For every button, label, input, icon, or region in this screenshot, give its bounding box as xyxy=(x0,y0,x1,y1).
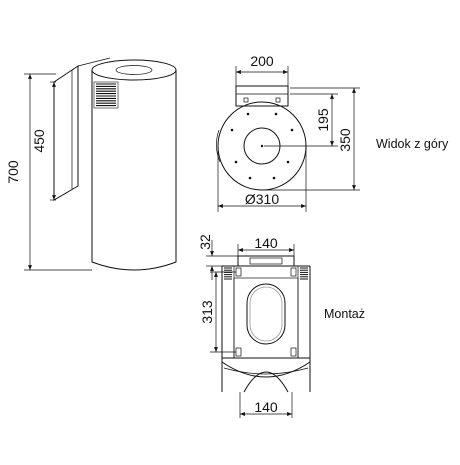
side-grilles xyxy=(224,267,308,280)
dim-700-label: 700 xyxy=(5,160,21,184)
dim-total-height: 700 xyxy=(5,73,92,271)
top-view-title: Widok z góry xyxy=(376,137,449,151)
dim-chimney-height: 450 xyxy=(31,81,56,201)
chimney-top-edge xyxy=(77,57,111,67)
cylinder-body xyxy=(91,70,177,271)
top-bracket-slot xyxy=(249,257,283,265)
mount-hole xyxy=(290,128,294,132)
bracket-hole-left xyxy=(243,97,249,103)
lower-curve-bottom xyxy=(243,371,289,393)
screw-top-right xyxy=(290,267,297,277)
dim-bottom-width: 140 xyxy=(239,392,293,418)
mount-hole xyxy=(272,176,276,180)
dim-450-label: 450 xyxy=(31,129,47,153)
dim-center-offset: 195 xyxy=(264,93,338,147)
dim-140-bottom-label: 140 xyxy=(254,399,278,415)
dim-140-top-label: 140 xyxy=(254,235,278,251)
top-view: 200 195 350 Ø310 Widok z góry xyxy=(216,53,449,212)
oval-opening xyxy=(246,283,286,345)
dim-32-label: 32 xyxy=(197,234,213,250)
lower-curve-mid xyxy=(223,367,309,375)
oval-inner xyxy=(249,286,283,342)
panel-box xyxy=(233,277,299,359)
top-outlet xyxy=(115,65,153,75)
screw-bottom-right xyxy=(290,347,297,357)
mount-hole xyxy=(248,176,252,180)
dim-depth: 350 xyxy=(262,87,360,191)
top-view-holes xyxy=(230,112,294,180)
wall-bracket xyxy=(235,85,289,107)
dim-350-label: 350 xyxy=(337,128,353,152)
center-point xyxy=(260,144,264,148)
screw-top-left xyxy=(235,267,242,277)
side-view: 700 450 xyxy=(5,57,177,271)
chimney-outline xyxy=(53,65,79,201)
mount-hole xyxy=(286,160,290,164)
dim-top-offset: 32 xyxy=(197,234,238,280)
mounting-view: 32 140 313 140 Montaż xyxy=(197,234,365,418)
vent-grille xyxy=(93,81,119,109)
top-bracket xyxy=(237,255,295,267)
mounting-view-title: Montaż xyxy=(324,307,365,321)
mount-hole xyxy=(274,112,278,116)
lower-curve-top xyxy=(221,361,311,378)
dim-diameter-label: Ø310 xyxy=(245,191,279,207)
cylinder-top xyxy=(91,59,177,81)
dim-bracket-width: 200 xyxy=(235,53,289,86)
mount-hole xyxy=(230,128,234,132)
dim-195-label: 195 xyxy=(315,108,331,132)
screw-bottom-left xyxy=(235,347,242,357)
dim-hole-spacing: 313 xyxy=(199,271,236,353)
left-shade xyxy=(216,129,221,163)
bracket-hole-right xyxy=(275,97,281,103)
mount-hole xyxy=(234,160,238,164)
dim-diameter: Ø310 xyxy=(217,146,307,212)
dim-313-label: 313 xyxy=(199,300,215,324)
dim-top-width: 140 xyxy=(237,235,295,256)
dim-200-label: 200 xyxy=(250,53,274,69)
mount-hole xyxy=(246,112,250,116)
